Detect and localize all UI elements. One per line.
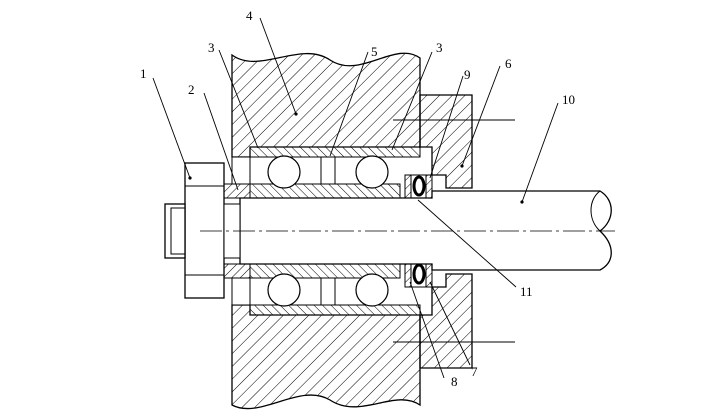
callout-6: 6 [505,56,512,71]
sleeve-step-upper [231,156,251,185]
housing-lower [231,304,421,410]
callout-3-right: 3 [436,40,443,55]
ball-lower-left [267,273,301,307]
callout-10: 10 [562,92,575,107]
callout-1: 1 [140,66,147,81]
bolt-end [164,203,186,259]
nut [184,162,225,299]
sleeve-lower [223,263,251,279]
ball-upper-left [267,155,301,189]
callout-8: 8 [451,374,458,389]
callout-4: 4 [246,8,253,23]
housing-upper [231,52,421,158]
spacer-lower [320,277,336,306]
callout-2: 2 [188,82,195,97]
sleeve-step-lower [231,277,251,306]
callout-3-left: 3 [208,40,215,55]
shaft-break [590,190,601,232]
shaft [239,190,612,271]
leader-lines [152,17,559,379]
end-cover-lower [419,273,473,369]
outer-race-lower [249,304,421,316]
end-cover-upper [419,94,473,189]
o-ring-lower [412,263,426,285]
ball-lower-right [355,273,389,307]
callout-11: 11 [520,284,533,299]
outer-race-upper [249,146,421,158]
ball-upper-right [355,155,389,189]
leader-dots [188,112,524,204]
callout-9: 9 [464,67,471,82]
spacer-upper [320,156,336,185]
callout-7: 7 [471,364,478,379]
callout-5: 5 [371,44,378,59]
o-ring-upper [412,175,426,197]
